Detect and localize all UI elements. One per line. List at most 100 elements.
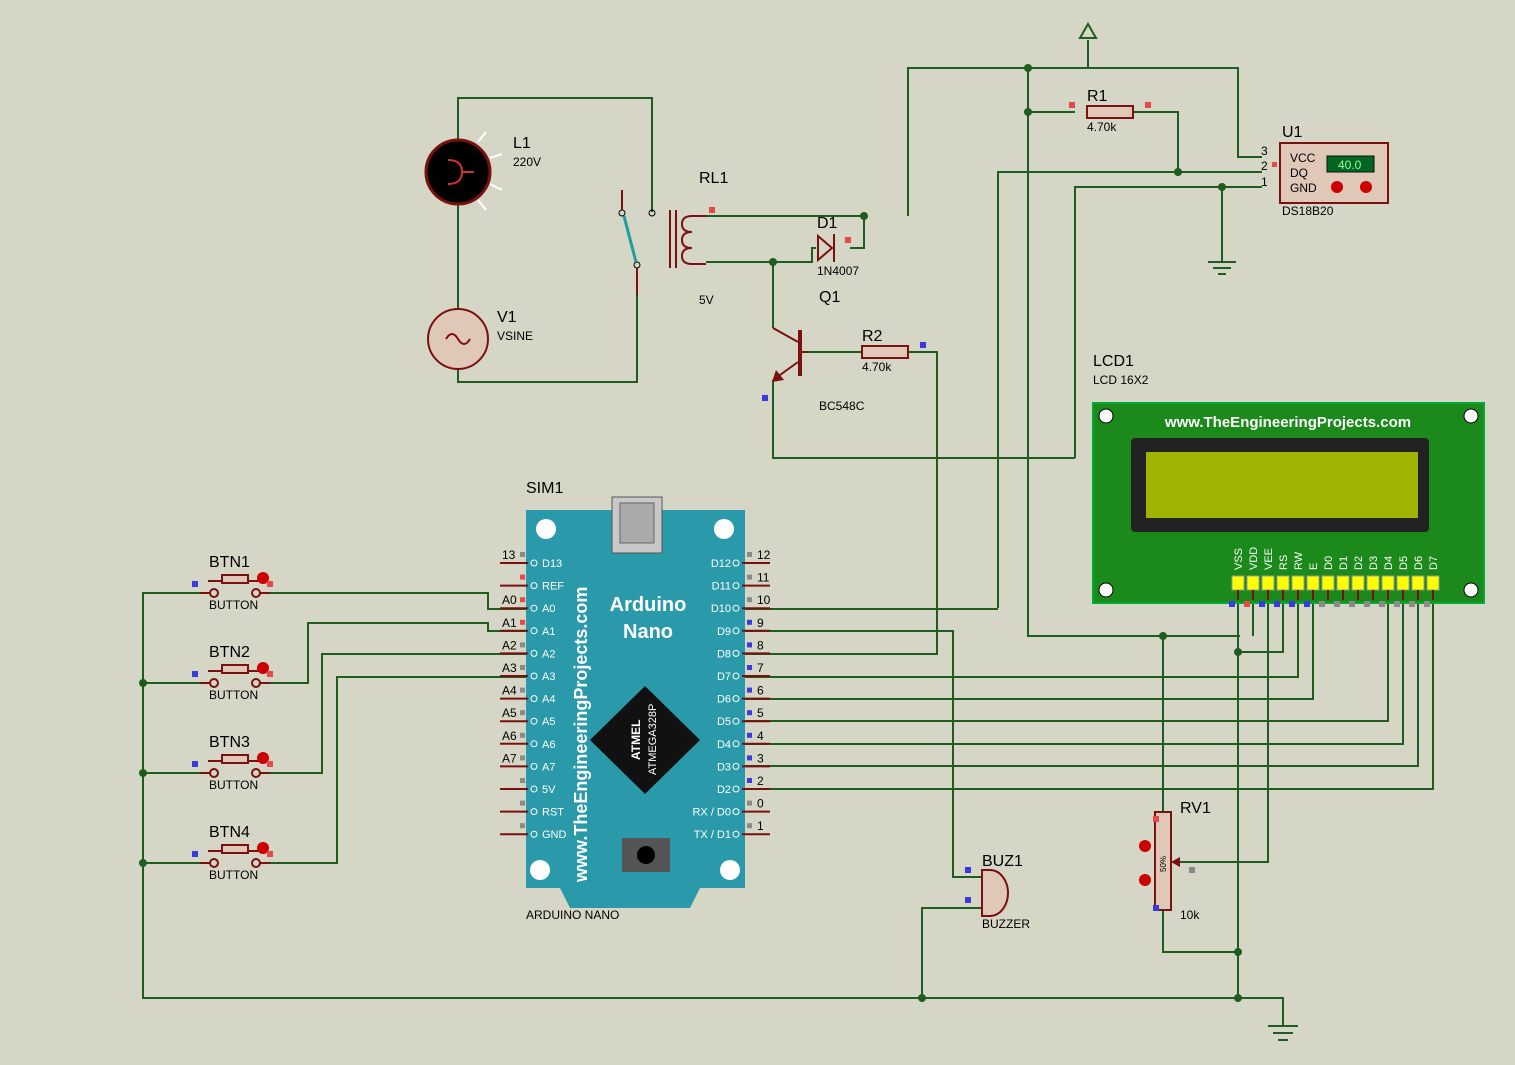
sim1-right-pin-label: D3 (717, 761, 731, 773)
sim1-right-pin-num: 6 (757, 684, 764, 698)
buz1-ref: BUZ1 (982, 853, 1023, 870)
sim1-left-pin-num: 13 (502, 548, 516, 562)
lcd1-pin-rw[interactable] (1291, 575, 1305, 591)
u1-temp-readout: 40.0 (1338, 158, 1362, 172)
source-v1[interactable]: V1 VSINE (427, 308, 533, 370)
sim1-right-pins: D1212D1111D1010D99D88D77D66D55D44D33D22R… (692, 548, 770, 841)
v1-ref: V1 (497, 309, 517, 326)
sim1-brand: www.TheEngineeringProjects.com (571, 587, 591, 883)
wires (142, 40, 1434, 1025)
u1-increment-button[interactable] (1360, 181, 1372, 193)
lcd1-pin-label: D0 (1323, 556, 1335, 570)
button-press-icon[interactable] (257, 752, 269, 764)
sim1-right-pin-label: TX / D1 (694, 829, 731, 841)
sensor-u1[interactable]: VCC DQ GND 3 2 1 40.0 U1 DS18B20 (1261, 124, 1389, 218)
button-press-icon[interactable] (257, 572, 269, 584)
sim1-left-pin-num: A4 (502, 684, 517, 698)
sim1-left-pin-label: A1 (542, 626, 555, 638)
sim1-left-pin-label: REF (542, 581, 564, 593)
sim1-right-pin-label: RX / D0 (692, 807, 731, 819)
sim1-right-pin-num: 1 (757, 819, 764, 833)
rv1-percent: 50% (1159, 856, 1168, 872)
buz1-value: BUZZER (982, 917, 1030, 931)
lcd1-pin-d6[interactable] (1411, 575, 1425, 591)
lcd1-pin-rs[interactable] (1276, 575, 1290, 591)
diode-d1[interactable]: D1 1N4007 (817, 215, 859, 278)
sim1-left-pin-num: A2 (502, 638, 517, 652)
u1-pin-gnd: GND (1290, 181, 1317, 195)
sim1-left-pins: D1313REFA0A0A1A1A2A2A3A3A4A4A5A5A6A6A7A7… (500, 548, 567, 841)
sim1-left-pin-label: 5V (542, 784, 556, 796)
sim1-right-pin-label: D11 (712, 581, 731, 593)
sim1-left-pin-label: A5 (542, 716, 555, 728)
sim1-left-pin-label: D13 (542, 558, 562, 570)
sim1-right-pin-num: 5 (757, 706, 764, 720)
resistor-r2[interactable]: R2 4.70k (861, 328, 926, 374)
lamp-l1[interactable]: L1 220V (424, 131, 541, 211)
lcd1-pin-d1[interactable] (1336, 575, 1350, 591)
lcd1-pin-d3[interactable] (1366, 575, 1380, 591)
sim1-chip-brand: ATMEL (629, 720, 643, 760)
rv1-down-button[interactable] (1139, 874, 1151, 886)
transistor-q1[interactable]: Q1 BC548C (762, 289, 865, 413)
r2-ref: R2 (862, 328, 883, 345)
btn1-value: BUTTON (209, 598, 258, 612)
rv1-up-button[interactable] (1139, 840, 1151, 852)
sim1-value: ARDUINO NANO (526, 908, 619, 922)
u1-pin1: 1 (1261, 175, 1268, 189)
lcd1-pin-vdd[interactable] (1246, 575, 1260, 591)
ground-symbol-u1 (1208, 261, 1236, 275)
button-press-icon[interactable] (257, 842, 269, 854)
relay-rl1[interactable]: RL1 5V (618, 170, 728, 307)
buzzer-buz1[interactable]: BUZ1 BUZZER (965, 853, 1030, 931)
lcd1-pin-vee[interactable] (1261, 575, 1275, 591)
sim1-chip-model: ATMEGA328P (647, 704, 659, 775)
sim1-right-pin-label: D10 (711, 603, 731, 615)
resistor-r1[interactable]: R1 4.70k (1069, 88, 1151, 134)
sim1-left-pin-label: A4 (542, 694, 555, 706)
lcd-lcd1[interactable]: LCD1 LCD 16X2 www.TheEngineeringProjects… (1092, 353, 1485, 607)
btn3-ref: BTN3 (209, 734, 250, 751)
lcd1-ref: LCD1 (1093, 353, 1134, 370)
lcd1-pin-label: D6 (1413, 556, 1425, 570)
lcd1-pin-e[interactable] (1306, 575, 1320, 591)
lcd1-pin-vss[interactable] (1231, 575, 1245, 591)
r1-ref: R1 (1087, 88, 1108, 105)
u1-ref: U1 (1282, 124, 1303, 141)
u1-decrement-button[interactable] (1331, 181, 1343, 193)
lcd1-value: LCD 16X2 (1093, 373, 1149, 387)
lcd1-pin-label: D4 (1383, 556, 1395, 570)
sim1-left-pin-num: A0 (502, 593, 517, 607)
sim1-right-pin-label: D8 (717, 648, 731, 660)
lcd1-pin-label: D2 (1353, 556, 1365, 570)
sim1-right-pin-label: D7 (717, 671, 731, 683)
btn1-ref: BTN1 (209, 554, 250, 571)
sim1-ref: SIM1 (526, 480, 563, 497)
sim1-right-pin-num: 4 (757, 729, 764, 743)
sim1-right-pin-num: 2 (757, 774, 764, 788)
lcd1-pin-label: VSS (1233, 548, 1245, 570)
lcd1-pin-d4[interactable] (1381, 575, 1395, 591)
sim1-right-pin-num: 11 (757, 571, 770, 585)
arduino-sim1[interactable]: SIM1 ARDUINO NANO Arduino Nano www.TheEn… (500, 480, 771, 922)
sim1-right-pin-num: 7 (757, 661, 764, 675)
lcd1-pin-d7[interactable] (1426, 575, 1440, 591)
lcd1-pin-d5[interactable] (1396, 575, 1410, 591)
u1-pin3: 3 (1261, 144, 1268, 158)
sim1-right-pin-label: D5 (717, 716, 731, 728)
lcd1-pin-d2[interactable] (1351, 575, 1365, 591)
d1-ref: D1 (817, 215, 838, 232)
sim1-left-pin-label: A3 (542, 671, 555, 683)
lcd1-pin-d0[interactable] (1321, 575, 1335, 591)
sim1-right-pin-num: 9 (757, 616, 764, 630)
button-press-icon[interactable] (257, 662, 269, 674)
sim1-reset-button[interactable] (637, 846, 655, 864)
potentiometer-rv1[interactable]: 50% RV1 10k (1139, 800, 1211, 922)
